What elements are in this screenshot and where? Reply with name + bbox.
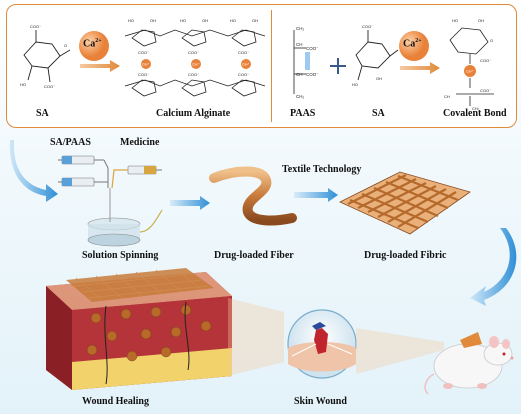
svg-text:Ca²⁺: Ca²⁺ [242,63,250,67]
svg-text:CH: CH [296,72,303,77]
svg-text:CH₂: CH₂ [296,94,304,99]
svg-text:CH₂: CH₂ [296,26,304,31]
textile-technology-label: Textile Technology [282,164,362,175]
wound-healing-label: Wound Healing [82,396,149,407]
svg-text:COO⁻: COO⁻ [188,50,199,55]
svg-text:O: O [490,38,493,43]
skin-wound-label: Skin Wound [294,396,347,407]
svg-text:HO: HO [180,18,186,23]
sa-structure-left: COO⁻ O HO COO⁻ [20,24,71,89]
svg-text:COO⁻: COO⁻ [480,58,491,63]
svg-text:OH: OH [252,18,258,23]
solution-spinning-label: Solution Spinning [82,250,159,261]
ca-ion-right-label: Ca2+ [403,38,422,50]
curved-arrow-left [9,140,58,202]
wound-healing-tissue [46,268,232,390]
svg-text:COO⁻: COO⁻ [30,24,41,29]
plus-icon [330,58,346,74]
panel-divider [271,10,272,122]
rat-image [424,332,514,395]
ca-ion-left [79,31,109,61]
ca-ion-right [399,31,429,61]
curved-arrow-right [470,228,517,306]
ca-ion-left-label: Ca2+ [83,38,102,50]
svg-text:Ca²⁺: Ca²⁺ [192,63,200,67]
spinning-apparatus [58,155,163,247]
covalent-bond-structure: HO OH O COO⁻ CH COO⁻ CH₂ Ca²⁺ [444,18,494,111]
sa-structure-right: COO⁻ HO OH [352,24,399,87]
magnification-beam [228,298,284,376]
arrow-to-fiber [170,196,210,210]
svg-text:O: O [64,43,67,48]
svg-text:COO⁻: COO⁻ [44,84,55,89]
calcium-alginate-label: Calcium Alginate [156,108,231,119]
svg-text:HO: HO [452,18,458,23]
medicine-label: Medicine [120,137,160,148]
svg-text:CH: CH [296,42,303,47]
sa-left-label: SA [36,108,49,119]
svg-text:COO⁻: COO⁻ [306,72,319,77]
sa-paas-label: SA/PAAS [50,137,91,148]
svg-text:COO⁻: COO⁻ [138,50,149,55]
svg-text:COO⁻: COO⁻ [306,46,319,51]
svg-text:CH₂: CH₂ [472,106,480,111]
drug-loaded-fiber [209,166,297,226]
svg-text:OH: OH [202,18,208,23]
magnification-beam-right [356,328,444,374]
svg-text:COO⁻: COO⁻ [480,88,491,93]
svg-text:Ca²⁺: Ca²⁺ [466,70,474,74]
svg-text:COO⁻: COO⁻ [238,50,249,55]
reaction-arrow-right [400,62,440,74]
drug-loaded-fibric-label: Drug-loaded Fibric [364,250,447,261]
skin-wound-circle [287,309,357,379]
calcium-alginate-structure: HO OH HO OH HO OH COO⁻ COO⁻ COO⁻ COO⁻ COO⁻ COO⁻… [124,18,266,97]
svg-text:COO⁻: COO⁻ [138,72,149,77]
svg-text:HO: HO [20,82,26,87]
drug-loaded-fiber-label: Drug-loaded Fiber [214,250,294,261]
drug-loaded-fabric [339,171,471,235]
covalent-bond-label: Covalent Bond [443,108,507,119]
reaction-arrow-left [80,60,120,72]
svg-text:HO: HO [230,18,236,23]
svg-text:OH: OH [150,18,156,23]
svg-text:CH: CH [444,94,450,99]
svg-text:Ca²⁺: Ca²⁺ [142,63,150,67]
svg-text:HO: HO [352,82,358,87]
arrow-to-fabric [294,188,338,202]
svg-text:COO⁻: COO⁻ [362,24,373,29]
svg-text:OH: OH [478,18,484,23]
svg-text:HO: HO [128,18,134,23]
sa-right-label: SA [372,108,385,119]
svg-text:OH: OH [376,76,382,81]
svg-text:COO⁻: COO⁻ [238,72,249,77]
paas-label: PAAS [290,108,316,119]
svg-text:COO⁻: COO⁻ [188,72,199,77]
